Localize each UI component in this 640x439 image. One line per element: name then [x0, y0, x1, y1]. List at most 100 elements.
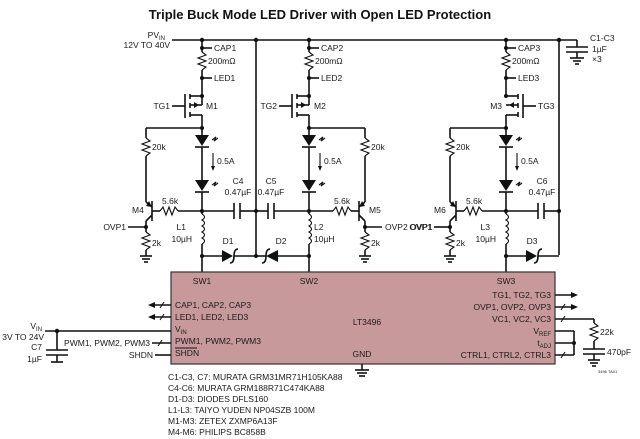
- ch3-bjt-label: M6: [434, 205, 446, 215]
- ovp-arrow-icon: [571, 304, 578, 310]
- comp-resistor-value: 22k: [600, 327, 614, 337]
- ch2-rbase-value: 5.6k: [334, 196, 351, 206]
- vin-label: VIN: [30, 321, 42, 333]
- ch2-cout-value: 0.47µF: [258, 187, 285, 197]
- ch1-cout-value: 0.47µF: [225, 187, 252, 197]
- ch1-rbot-value: 2k: [152, 238, 162, 248]
- ch1-led-label: LED1: [214, 73, 236, 83]
- c7-label: C7: [31, 342, 42, 352]
- pin-sw3: SW3: [497, 276, 516, 286]
- right-bus-connections: 22k 470pF 3496 TA01: [555, 292, 631, 374]
- lt3496-ic: SW1 SW2 SW3 LT3496 GND CAP1, CAP2, CAP3 …: [170, 271, 556, 365]
- ch2-inductor-label: L2: [314, 222, 324, 232]
- pin-vref: VREF: [533, 326, 551, 338]
- bom-line: C1-C3, C7: MURATA GRM31MR71H105KA88: [168, 372, 343, 382]
- ch3-cout-label: C6: [537, 176, 548, 186]
- ch1-led-top-icon: [195, 135, 209, 146]
- ch1-sense-resistor: [196, 51, 208, 71]
- ch3-rbase-value: 5.6k: [466, 196, 483, 206]
- ch2-tg-label: TG2: [260, 101, 277, 111]
- ch3-diode-label: D3: [527, 236, 538, 246]
- pin-shdn: SHDN: [175, 348, 199, 358]
- ic-part-number: LT3496: [353, 317, 381, 327]
- c7-value: 1µF: [27, 354, 42, 364]
- ch2-diode-label: D2: [276, 236, 287, 246]
- ch1-current: 0.5A: [217, 156, 235, 166]
- pin-sw2: SW2: [300, 276, 319, 286]
- ext-shdn-label: SHDN: [129, 350, 153, 360]
- ch3-led-label: LED3: [518, 73, 540, 83]
- ch2-cap-label: CAP2: [321, 43, 343, 53]
- pvin-rail: PVIN 12V TO 40V: [124, 30, 577, 50]
- pin-vc: VC1, VC2, VC3: [492, 314, 551, 324]
- ic-ground-icon: [355, 364, 369, 377]
- bom-line: M4-M6: PHILIPS BC858B: [168, 427, 266, 437]
- ch1-rtop-value: 20k: [152, 142, 166, 152]
- ch2-rbot-value: 2k: [371, 238, 381, 248]
- ch3-ovp-label: OVP1: [409, 222, 432, 232]
- pin-led: LED1, LED2, LED3: [175, 312, 249, 322]
- bom-line: D1-D3: DIODES DFLS160: [168, 394, 268, 404]
- input-capacitors: C1-C3 1µF ×3: [566, 33, 615, 65]
- ch1-bjt-label: M4: [132, 205, 144, 215]
- ch1-tg-label: TG1: [153, 101, 170, 111]
- ch1-sense-value: 200mΩ: [208, 56, 236, 66]
- ch1-led-emission-icon: [211, 136, 219, 142]
- ch2-current: 0.5A: [324, 156, 342, 166]
- ch2-inductor-value: 10µH: [314, 234, 335, 244]
- tg-arrow-icon: [571, 292, 578, 298]
- ch3-cap-label: CAP3: [518, 43, 540, 53]
- pvin-label: PVIN: [148, 30, 165, 42]
- ch3-cout-value: 0.47µF: [529, 187, 556, 197]
- ch1-cout-label: C4: [233, 176, 244, 186]
- ch3-tg-label: TG3: [538, 101, 555, 111]
- pin-gnd: GND: [353, 349, 372, 359]
- channel-1: CAP1 200mΩ LED1 TG1 M1 20k: [103, 40, 258, 272]
- bom-line: C4-C6: MURATA GRM188R71C474KA88: [168, 383, 325, 393]
- left-bus-connections: VIN 3V TO 24V PWM1, PWM2, PWM3 SHDN C7 1…: [2, 301, 171, 364]
- bom-notes: C1-C3, C7: MURATA GRM31MR71H105KA88 C4-C…: [168, 372, 343, 437]
- ext-pwm-label: PWM1, PWM2, PWM3: [64, 338, 150, 348]
- ch3-inductor-value: 10µH: [476, 234, 497, 244]
- ch1-diode-label: D1: [223, 236, 234, 246]
- pvin-range: 12V TO 40V: [124, 40, 171, 50]
- comp-capacitor-value: 470pF: [607, 347, 631, 357]
- pin-cap: CAP1, CAP2, CAP3: [175, 300, 251, 310]
- pin-ovp: OVP1, OVP2, OVP3: [474, 302, 552, 312]
- bom-line: M1-M3: ZETEX ZXMP6A13F: [168, 416, 278, 426]
- ch2-cout-label: C5: [266, 176, 277, 186]
- ch2-mosfet-label: M2: [314, 101, 326, 111]
- ch2-ovp-net-label: OVP2 OVP1: [385, 222, 433, 232]
- ch1-mosfet-label: M1: [206, 101, 218, 111]
- ch1-inductor-value: 10µH: [172, 234, 193, 244]
- ch3-mosfet-label: M3: [490, 101, 502, 111]
- ch1-rbase-value: 5.6k: [162, 196, 179, 206]
- ch1-diode-icon: [222, 250, 233, 262]
- ch1-current-arrow-icon: [211, 166, 215, 171]
- bom-line: L1-L3: TAIYO YUDEN NP04SZB 100M: [168, 405, 315, 415]
- pin-ctrl: CTRL1, CTRL2, CTRL3: [461, 350, 551, 360]
- input-caps-count: ×3: [592, 54, 602, 64]
- pin-vin: VIN: [175, 324, 187, 336]
- pin-tg: TG1, TG2, TG3: [492, 290, 551, 300]
- pin-sw1: SW1: [193, 276, 212, 286]
- channel-2: CAP2 200mΩ LED2 TG2 M2 20k: [256, 40, 433, 272]
- ch3-rtop-value: 20k: [456, 142, 470, 152]
- ch1-ovp-label: OVP1: [103, 222, 126, 232]
- pin-pwm: PWM1, PWM2, PWM3: [175, 336, 261, 346]
- channel-3: CAP3 200mΩ LED3 TG3 M3 20k 0.5A: [409, 40, 561, 272]
- diagram-title: Triple Buck Mode LED Driver with Open LE…: [149, 7, 491, 22]
- figure-code: 3496 TA01: [598, 369, 618, 374]
- ch2-sense-value: 200mΩ: [315, 56, 343, 66]
- ch3-inductor-label: L3: [481, 222, 491, 232]
- ch2-led-label: LED2: [321, 73, 343, 83]
- ch1-cap-label: CAP1: [214, 43, 236, 53]
- ch2-diode-icon: [266, 250, 278, 262]
- input-caps-value: 1µF: [592, 44, 607, 54]
- ch3-current: 0.5A: [521, 156, 539, 166]
- ch2-bjt-label: M5: [369, 205, 381, 215]
- ch1-inductor: [200, 213, 206, 245]
- vin-range: 3V TO 24V: [2, 332, 44, 342]
- pin-tadj: tADJ: [537, 338, 551, 350]
